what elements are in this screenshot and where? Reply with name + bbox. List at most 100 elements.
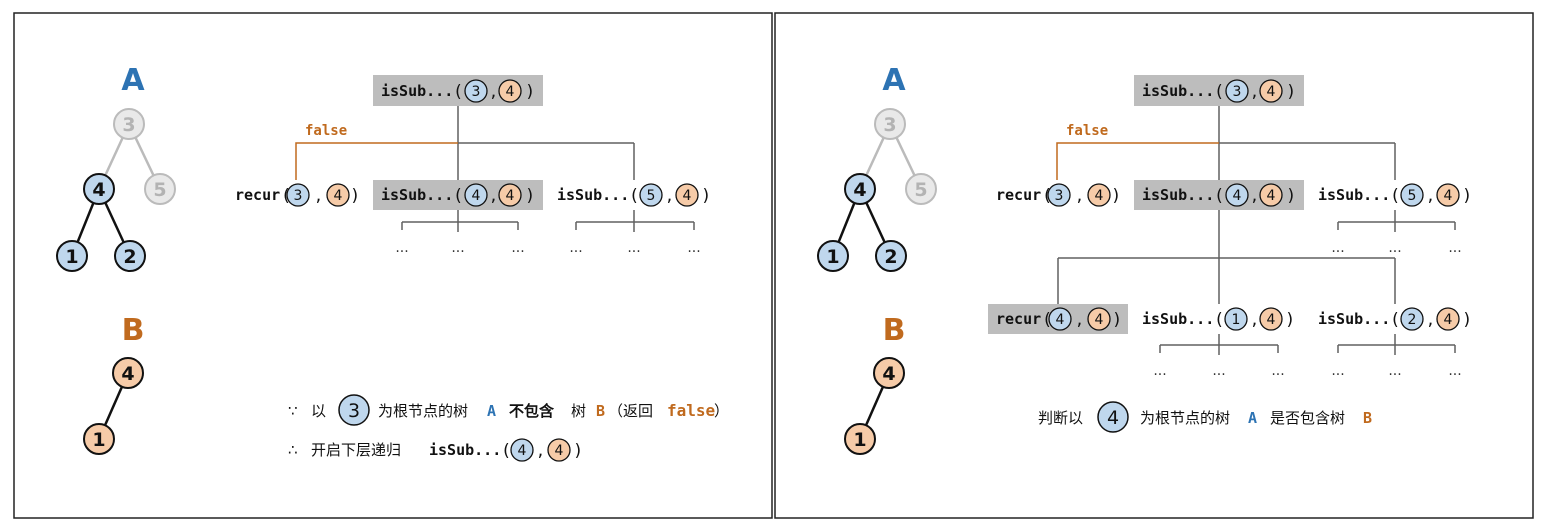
svg-text:false: false: [667, 401, 715, 420]
tree-a-node: 5: [905, 173, 937, 205]
explanation-line-2: ∴ 开启下层递归 isSub... ( 4 , 4 ): [288, 438, 583, 462]
svg-text:1: 1: [853, 429, 866, 451]
svg-text:判断以: 判断以: [1038, 409, 1083, 427]
tree-a-node: 3: [113, 108, 145, 140]
svg-text:...: ...: [1388, 240, 1401, 256]
svg-text:不包含: 不包含: [509, 402, 555, 420]
svg-text:B: B: [1363, 409, 1372, 427]
svg-text:）: ）: [714, 402, 729, 420]
svg-text:4: 4: [472, 188, 481, 204]
svg-text:(: (: [453, 82, 463, 102]
svg-text:3: 3: [1055, 188, 1064, 204]
svg-text:为根节点的树: 为根节点的树: [1140, 409, 1230, 427]
svg-text:isSub...: isSub...: [1142, 186, 1214, 204]
svg-text:3: 3: [883, 114, 896, 136]
svg-text:∵: ∵: [288, 402, 298, 420]
svg-text:4: 4: [1444, 312, 1453, 328]
svg-text:4: 4: [506, 84, 515, 100]
call-node: isSub... ( 1 , 4 ): [1142, 307, 1295, 331]
svg-text:（返回: （返回: [608, 402, 653, 420]
svg-text:开启下层递归: 开启下层递归: [311, 441, 401, 459]
svg-text:(: (: [281, 186, 291, 206]
svg-text:4: 4: [1095, 188, 1104, 204]
false-label: false: [305, 123, 347, 139]
svg-text:树: 树: [571, 402, 586, 420]
svg-text:1: 1: [65, 246, 78, 268]
svg-text:): ): [1462, 186, 1472, 206]
call-node: isSub... ( 3 , 4 ): [1134, 75, 1304, 106]
false-label: false: [1066, 123, 1108, 139]
svg-text:5: 5: [647, 188, 656, 204]
svg-text:...: ...: [395, 240, 408, 256]
svg-text:): ): [1286, 186, 1296, 206]
svg-text:4: 4: [1233, 188, 1242, 204]
svg-text:,: ,: [665, 187, 674, 205]
svg-text:4: 4: [518, 443, 527, 459]
call-node: isSub... ( 2 , 4 ): [1318, 307, 1472, 331]
svg-text:(: (: [501, 441, 511, 461]
call-node: isSub... ( 5 , 4 ): [557, 183, 711, 207]
svg-text:...: ...: [1331, 240, 1344, 256]
svg-text:...: ...: [451, 240, 464, 256]
svg-text:...: ...: [1331, 363, 1344, 379]
panel-right-frame: [774, 12, 1534, 519]
svg-text:4: 4: [1267, 188, 1276, 204]
tree-b-node: 1: [844, 423, 876, 455]
svg-text:isSub...: isSub...: [1318, 310, 1390, 328]
svg-text:): ): [573, 441, 583, 461]
svg-text:): ): [1111, 186, 1121, 206]
svg-text:,: ,: [314, 187, 323, 205]
svg-text:(: (: [1390, 186, 1400, 206]
svg-text:(: (: [1390, 310, 1400, 330]
svg-text:): ): [350, 186, 360, 206]
explanation-line: 判断以 4 为根节点的树 A 是否包含树 B: [1038, 401, 1372, 433]
svg-text:recur: recur: [235, 186, 280, 204]
svg-text:4: 4: [853, 179, 866, 201]
tree-a-node: 1: [817, 240, 849, 272]
svg-text:2: 2: [123, 246, 136, 268]
svg-text:3: 3: [122, 114, 135, 136]
svg-text:4: 4: [1267, 312, 1276, 328]
svg-text:,: ,: [1250, 311, 1259, 329]
svg-text:1: 1: [826, 246, 839, 268]
svg-text:5: 5: [153, 179, 166, 201]
svg-text:,: ,: [1250, 83, 1259, 101]
svg-text:3: 3: [1233, 84, 1242, 100]
svg-text:): ): [1462, 310, 1472, 330]
svg-text:是否包含树: 是否包含树: [1270, 409, 1345, 427]
svg-text:5: 5: [914, 179, 927, 201]
tree-b-node: 4: [873, 357, 905, 389]
svg-text:isSub...: isSub...: [429, 441, 501, 459]
svg-text:,: ,: [1426, 311, 1435, 329]
svg-text:,: ,: [489, 187, 498, 205]
svg-text:4: 4: [92, 179, 105, 201]
svg-text:4: 4: [1444, 188, 1453, 204]
call-tree-connectors: [1057, 106, 1456, 355]
call-node: recur ( 4 , 4 ): [988, 304, 1128, 334]
svg-text:(: (: [1214, 310, 1224, 330]
svg-text:A: A: [487, 402, 496, 420]
svg-text:recur: recur: [996, 186, 1041, 204]
svg-text:(: (: [1214, 82, 1224, 102]
panel-left-frame: [13, 12, 773, 519]
svg-text:以: 以: [311, 402, 326, 420]
call-node: isSub... ( 3 , 4 ): [373, 75, 543, 106]
tree-a-node: 2: [114, 240, 146, 272]
svg-text:5: 5: [1408, 188, 1417, 204]
svg-text:,: ,: [536, 442, 545, 460]
svg-text:(: (: [1214, 186, 1224, 206]
tree-a-node: 3: [874, 108, 906, 140]
svg-text:recur: recur: [996, 310, 1041, 328]
svg-text:B: B: [596, 402, 605, 420]
svg-text:4: 4: [334, 188, 343, 204]
svg-text:,: ,: [1426, 187, 1435, 205]
svg-text:...: ...: [511, 240, 524, 256]
svg-text:4: 4: [1267, 84, 1276, 100]
ellipsis-row: ... ... ... ... ... ... ... ... ...: [1153, 240, 1461, 379]
ellipsis-row: ... ... ... ... ... ...: [395, 240, 700, 256]
call-node: isSub... ( 5 , 4 ): [1318, 183, 1472, 207]
svg-text:): ): [525, 186, 535, 206]
svg-text:(: (: [453, 186, 463, 206]
explanation-line-1: ∵ 以 3 为根节点的树 A 不包含 树 B （返回 false ）: [288, 394, 729, 426]
svg-text:4: 4: [1095, 312, 1104, 328]
